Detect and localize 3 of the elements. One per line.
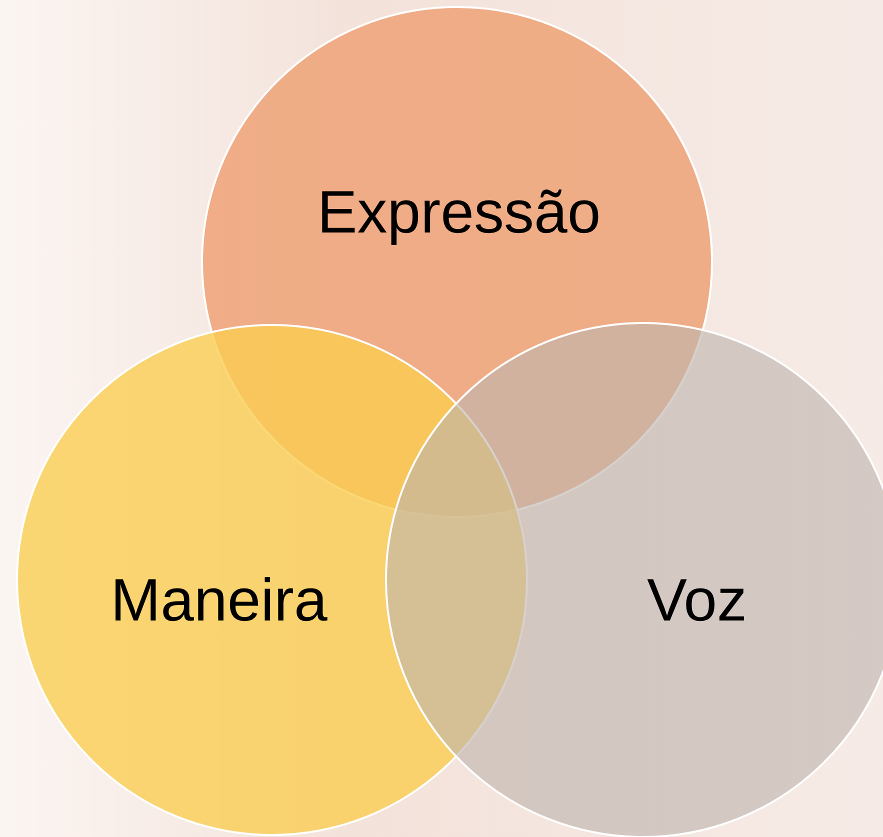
circle-label: Voz (646, 566, 748, 634)
circle-label: Maneira (110, 566, 328, 634)
circle-label: Expressão (317, 178, 601, 246)
